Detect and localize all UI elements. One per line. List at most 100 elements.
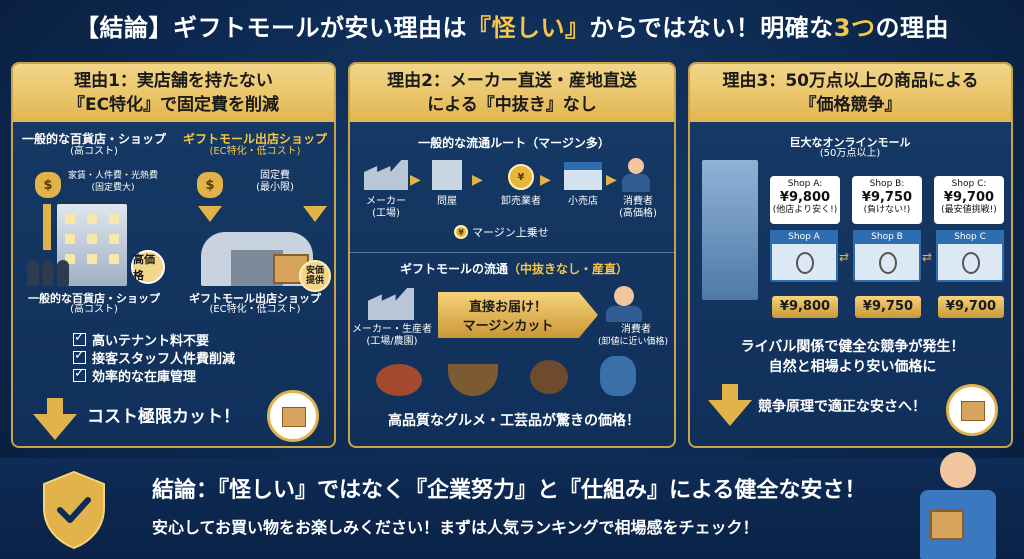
consumer-sub: (卸値に近い価格) (597, 337, 669, 347)
producer-sub: (工場/農園) (366, 336, 418, 347)
gm-bottom-label: ギフトモール出店ショップ (189, 292, 321, 305)
giftmall-shop-label: ギフトモール出店ショップ (182, 132, 327, 146)
route-node-sub: (高価格) (619, 208, 657, 219)
reason-2-heading-line2: による『中抜き』なし (427, 95, 597, 115)
tag-title: Shop A: (787, 179, 823, 189)
dept-bottom-label: 一般的な百貨店・ショップ (28, 292, 160, 305)
dept-store-label: 一般的な百貨店・ショップ (21, 132, 166, 146)
reason-3-heading-line1: 理由3：50万点以上の商品による (722, 71, 979, 91)
tag-note: (負けない!) (863, 205, 911, 215)
checklist-item: 効率的な在庫管理 (73, 366, 235, 385)
reason-3-heading: 理由3：50万点以上の商品による 『価格競争』 (690, 64, 1011, 122)
checkbox-icon (73, 330, 86, 346)
dept-costs-sub: (固定費大) (91, 183, 135, 193)
big-down-arrow-icon (722, 384, 738, 402)
producer-label: メーカー・生産者 (352, 324, 432, 335)
tag-note: (最安値挑戦!) (941, 205, 997, 215)
vegetable-basket-icon (448, 364, 498, 396)
reason-2-panel: 理由2：メーカー直送・産地直送 による『中抜き』なし 一般的な流通ルート（マージ… (348, 62, 676, 448)
big-down-arrow-head (708, 400, 752, 426)
title-suffix: の理由 (875, 13, 949, 42)
tag-price: ¥9,800 (779, 190, 831, 205)
route-node-label: 小売店 (568, 196, 598, 207)
shop-c-price-tag: Shop C:¥9,700(最安値挑戦!) (934, 176, 1004, 224)
giftmall-shop-sub: (EC特化・低コスト) (209, 146, 301, 157)
shield-check-icon (43, 470, 105, 550)
gourmet-caption: 高品質なグルメ・工芸品が驚きの価格！ (388, 413, 640, 429)
craft-vase-icon (600, 356, 636, 396)
down-arrow-icon-2 (303, 206, 327, 222)
conclusion-footer (0, 458, 1024, 559)
high-price-badge: 高価格 (131, 250, 165, 284)
margin-note-text: マージン上乗せ (472, 226, 549, 239)
shop-a-price: ¥9,800 (772, 296, 838, 318)
shop-name: Shop B (853, 230, 921, 244)
consumer-label: 消費者 (621, 324, 651, 335)
tag-note: (他店より安く!) (772, 205, 838, 215)
conclusion-line-1: 結論：『怪しい』ではなく『企業努力』と『仕組み』による健全な安さ！ (152, 472, 892, 504)
gift-box-icon (930, 510, 964, 540)
conclusion-body: 『怪しい』ではなく『企業努力』と『仕組み』による健全な安さ！ (218, 478, 867, 503)
compete-arrows-icon: ⇄ (839, 250, 850, 264)
consumer-head-icon (614, 286, 634, 306)
conclusion-line-2: 安心してお買い物をお楽しみください！まずは人気ランキングで相場感をチェック！ (152, 518, 759, 537)
retail-shop-icon (564, 162, 602, 190)
producer-factory-icon (368, 288, 414, 320)
route2-title-a: ギフトモールの流通 (399, 262, 508, 276)
route-node-sub: (工場) (372, 208, 400, 219)
direct-delivery-text: 直接お届け！ (468, 300, 547, 315)
watch-icon (879, 252, 897, 274)
title-emphasis: 『怪しい』 (467, 13, 590, 42)
cheap-offer-badge: 安価提供 (299, 260, 331, 292)
reason-3-heading-line2: 『価格競争』 (799, 95, 902, 115)
reason-3-panel: 理由3：50万点以上の商品による 『価格競争』 巨大なオンラインモール (50万… (688, 62, 1013, 448)
down-arrow-icon (198, 206, 222, 222)
dept-store-sub: (高コスト) (70, 146, 118, 157)
title-number: 3つ (833, 13, 876, 42)
big-down-arrow-icon (47, 398, 63, 416)
gourmet-plate-icon (376, 364, 422, 396)
presenter-head-icon (940, 452, 976, 488)
margin-note: ¥ マージン上乗せ (454, 224, 549, 240)
factory-icon (364, 160, 408, 190)
arrow-icon: ▶ (540, 172, 551, 188)
shop-a-storefront: Shop A (770, 230, 838, 282)
tag-title: Shop C: (951, 179, 987, 189)
yen-coin-icon: ¥ (454, 225, 468, 239)
cheap-text-1: 安価 (305, 266, 324, 276)
route1-title: 一般的な流通ルート（マージン多） (418, 136, 610, 150)
money-bag-small-icon: $ (197, 172, 223, 198)
reason-1-heading-line2: 『EC特化』で固定費を削減 (67, 95, 280, 115)
reason-1-heading: 理由1：実店舗を持たない 『EC特化』で固定費を削減 (13, 64, 334, 122)
divider (350, 252, 674, 253)
route-node-label: 問屋 (437, 196, 457, 207)
mall-label: 巨大なオンラインモール (789, 136, 911, 149)
tag-price: ¥9,750 (861, 190, 913, 205)
delivery-box-icon (267, 390, 319, 442)
dept-bottom-sub: (高コスト) (70, 304, 118, 315)
route-node-label: 卸売業者 (501, 196, 541, 207)
watch-icon (796, 252, 814, 274)
high-price-text: 高価格 (133, 253, 155, 282)
benefit-checklist: 高いテナント料不要 接客スタッフ人件費削減 効率的な在庫管理 (73, 330, 236, 385)
checklist-text: 接客スタッフ人件費削減 (92, 351, 236, 367)
direct-delivery-arrow: 直接お届け！ マージンカット (438, 292, 598, 338)
title-prefix: 【結論】ギフトモールが安い理由は (75, 13, 467, 42)
route2-title: ギフトモールの流通（中抜きなし・産直） (350, 260, 674, 277)
staff-group-icon (27, 260, 137, 286)
big-down-arrow-head (33, 414, 77, 440)
arrow-icon: ▶ (606, 172, 617, 188)
teapot-icon (530, 360, 568, 394)
margin-cut-text: マージンカット (462, 319, 554, 334)
shop-b-price-tag: Shop B:¥9,750(負けない!) (852, 176, 922, 224)
shop-b-storefront: Shop B (853, 230, 921, 282)
checkbox-icon (73, 348, 86, 364)
route-node-label: 消費者 (623, 196, 653, 207)
money-bag-icon: $ (35, 172, 61, 198)
shop-name: Shop A (770, 230, 838, 244)
shop-c-storefront: Shop C (936, 230, 1004, 282)
checklist-text: 高いテナント料不要 (92, 333, 210, 349)
reason-1-heading-line1: 理由1：実店舗を持たない (74, 71, 273, 91)
arrow-icon: ▶ (472, 172, 483, 188)
route-node-label: メーカー (366, 196, 406, 207)
